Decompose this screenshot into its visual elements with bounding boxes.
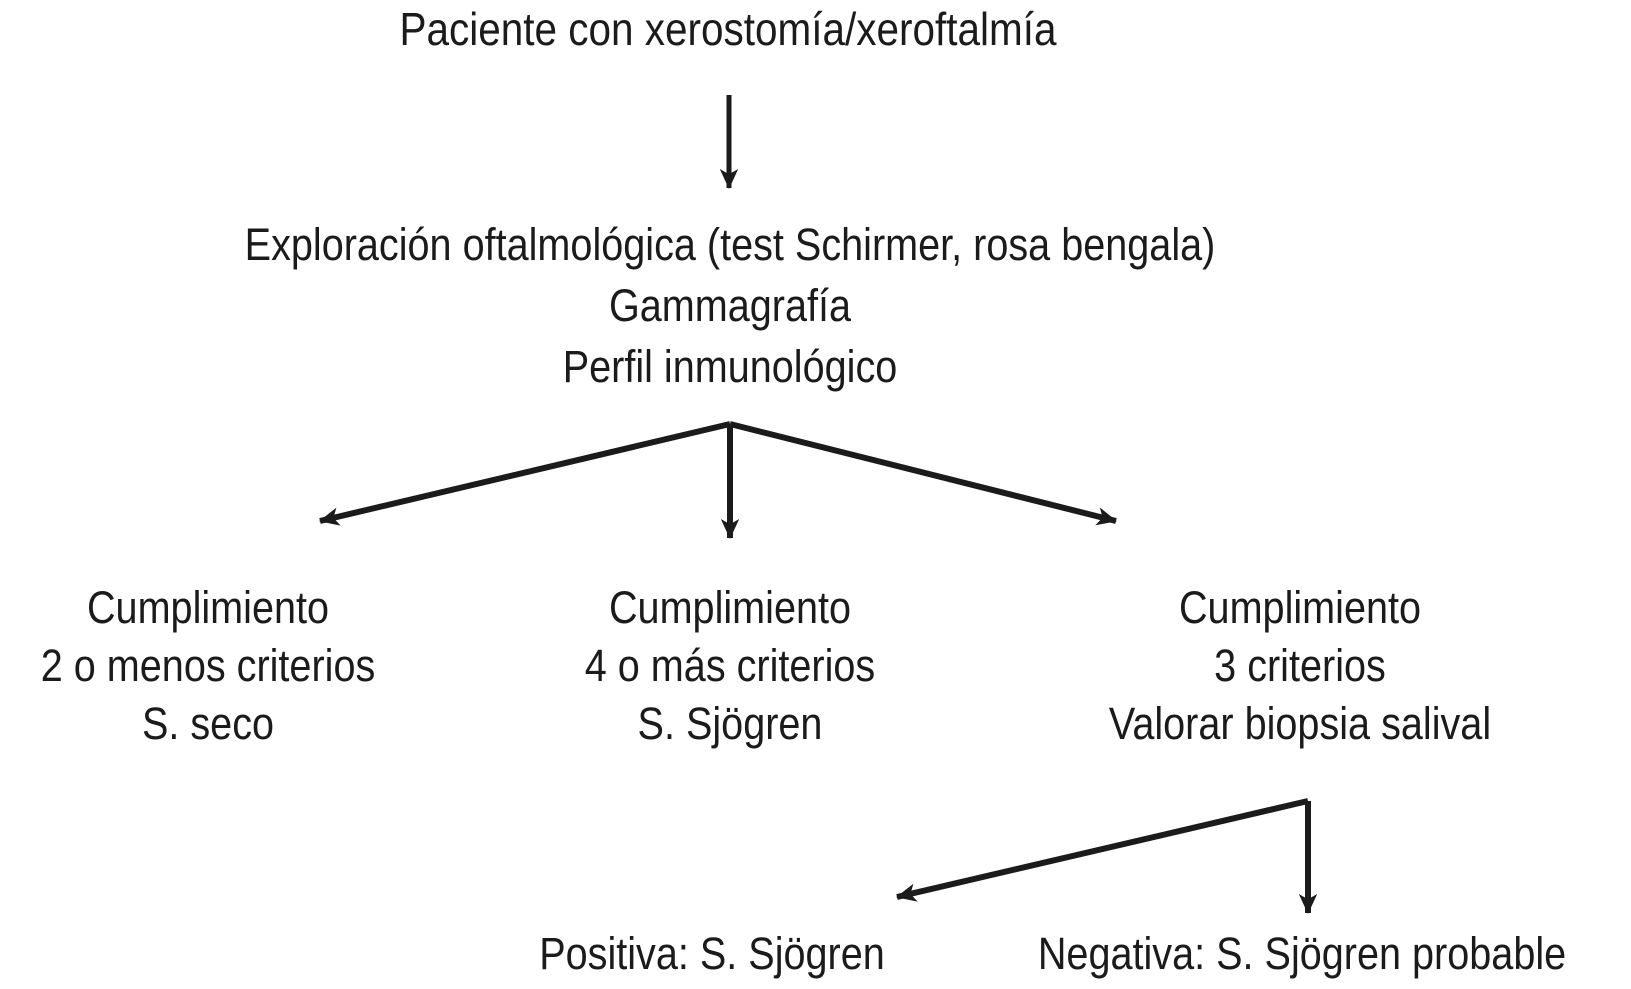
node-workup-line-1: Exploración oftalmológica (test Schirmer… — [244, 219, 1216, 270]
node-workup-line-3: Perfil inmunológico — [562, 341, 898, 392]
node-workup: Exploración oftalmológica (test Schirmer… — [245, 214, 1216, 397]
node-outcome-sjogren-line-3: S. Sjögren — [637, 698, 823, 749]
node-patient: Paciente con xerostomía/xeroftalmía — [399, 0, 1056, 58]
node-result-positive-text: Positiva: S. Sjögren — [539, 928, 885, 979]
arrow-biopsy-to-positive-icon — [896, 798, 1309, 902]
node-workup-line-2: Gammagrafía — [608, 280, 852, 331]
node-outcome-seco-line-2: 2 o menos criterios — [40, 640, 376, 691]
node-outcome-seco-line-1: Cumplimiento — [86, 582, 330, 633]
node-outcome-biopsia-line-1: Cumplimiento — [1178, 582, 1422, 633]
node-outcome-biopsia: Cumplimiento 3 criterios Valorar biopsia… — [1109, 579, 1491, 753]
arrow-workup-to-right-icon — [729, 421, 1117, 526]
node-result-negative-text: Negativa: S. Sjögren probable — [1037, 928, 1567, 979]
node-outcome-biopsia-line-3: Valorar biopsia salival — [1108, 698, 1492, 749]
node-outcome-seco-line-3: S. seco — [141, 698, 275, 749]
node-outcome-seco: Cumplimiento 2 o menos criterios S. seco — [41, 579, 376, 753]
node-result-positive: Positiva: S. Sjögren — [539, 925, 885, 983]
node-outcome-sjogren-line-2: 4 o más criterios — [584, 640, 876, 691]
node-result-negative: Negativa: S. Sjögren probable — [1038, 925, 1566, 983]
node-outcome-sjogren-line-1: Cumplimiento — [608, 582, 852, 633]
node-patient-text: Paciente con xerostomía/xeroftalmía — [399, 3, 1057, 55]
node-outcome-biopsia-line-2: 3 criterios — [1214, 640, 1386, 691]
arrow-workup-to-left-icon — [319, 421, 731, 526]
node-outcome-sjogren: Cumplimiento 4 o más criterios S. Sjögre… — [585, 579, 875, 753]
